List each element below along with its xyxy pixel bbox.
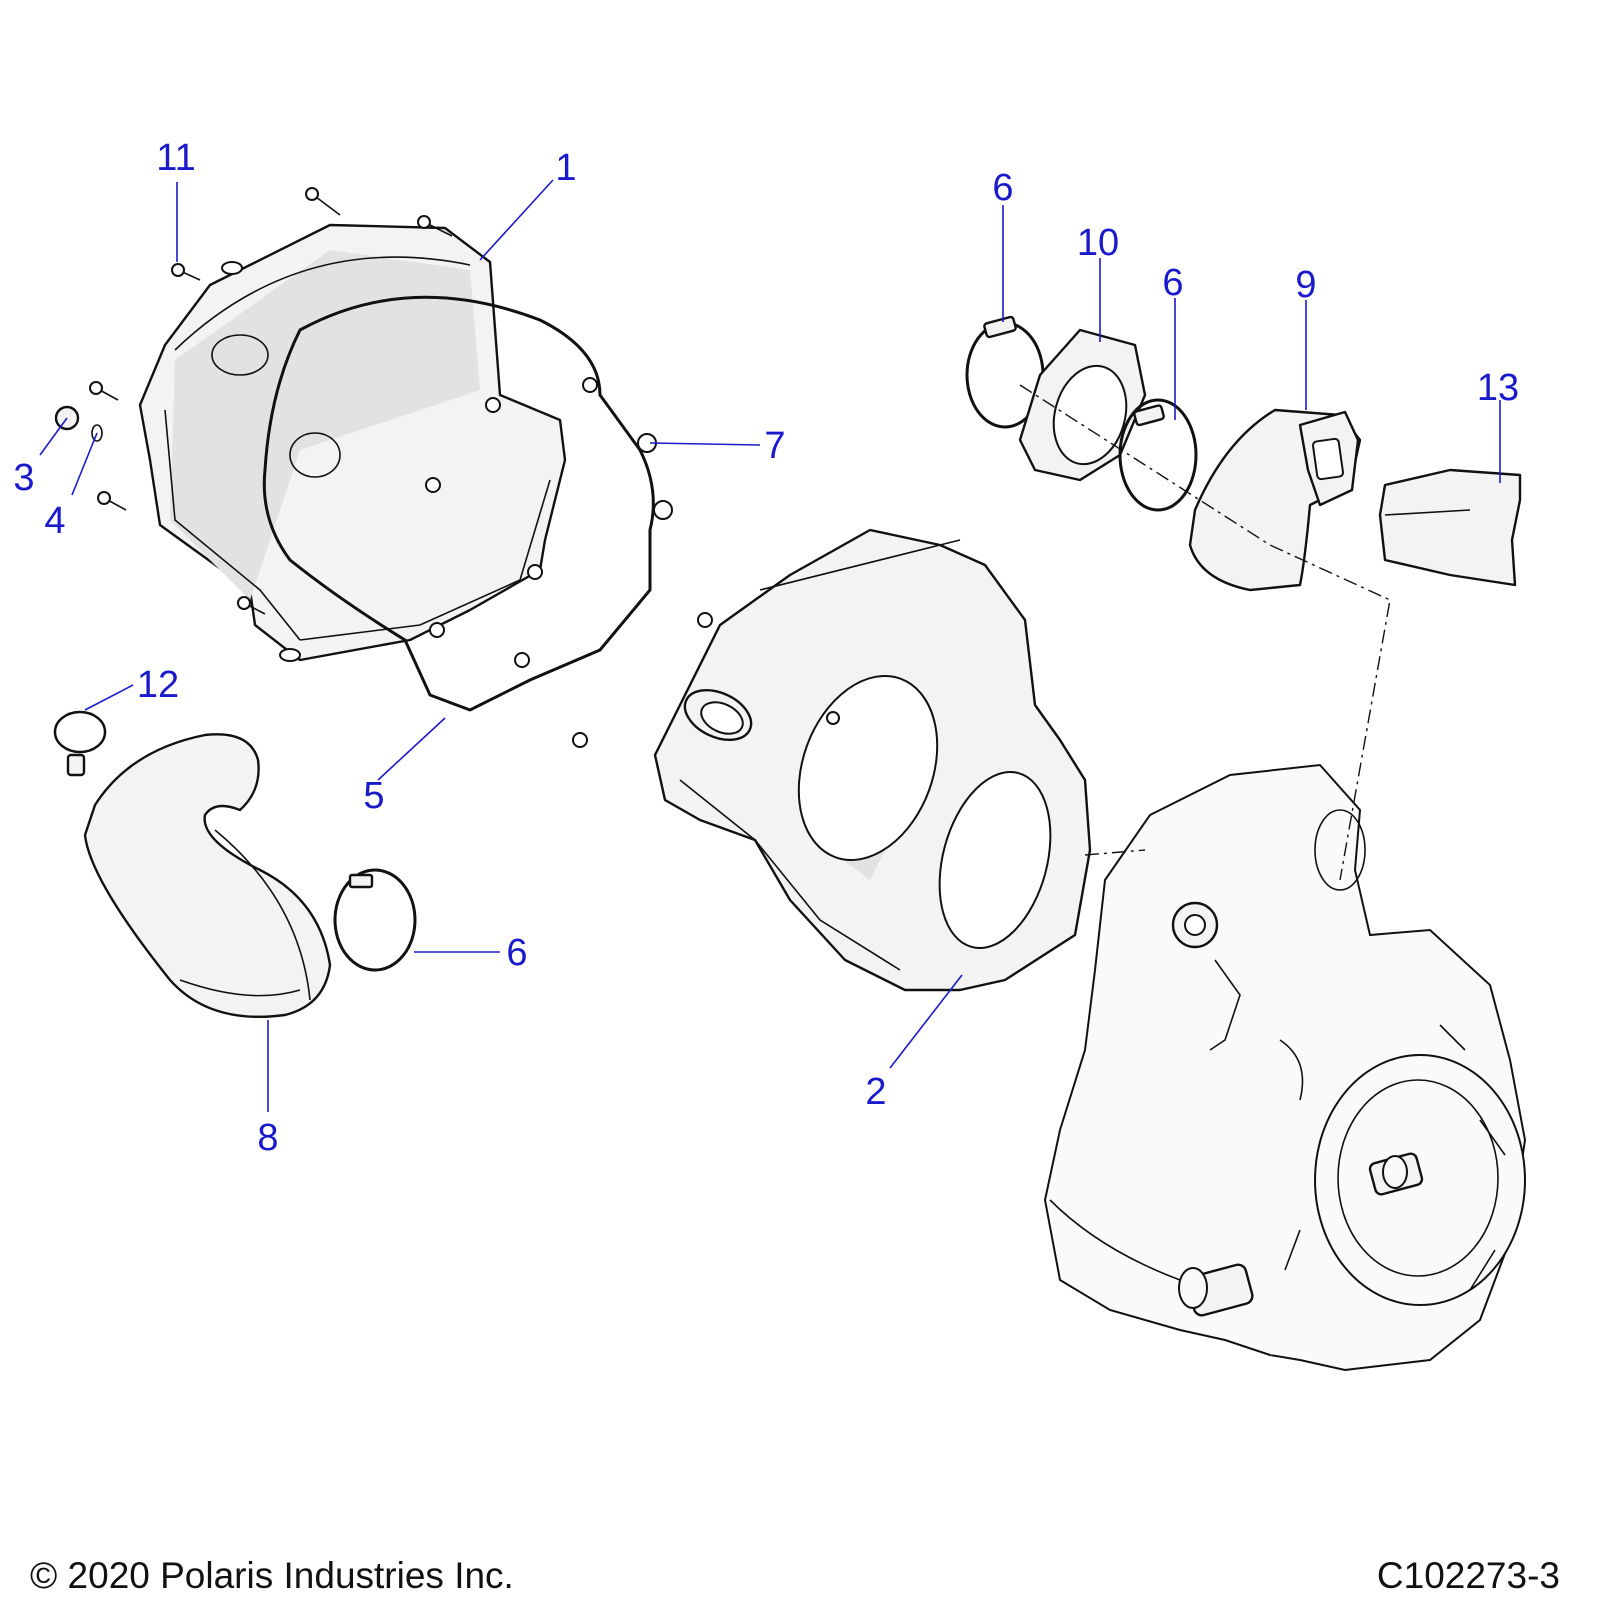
callout-3: 3 <box>13 457 34 499</box>
callout-labels: 11 1 3 4 5 7 6 10 6 9 13 12 6 8 2 <box>13 137 1519 1159</box>
callout-7: 7 <box>764 425 785 467</box>
duct-shield <box>1378 468 1522 587</box>
duct-adapter <box>1018 328 1147 482</box>
cover-gasket <box>262 295 655 712</box>
callout-13: 13 <box>1477 367 1519 409</box>
inner-clutch-cover <box>653 528 1092 992</box>
callout-6-lower: 6 <box>506 932 527 974</box>
cover-studs <box>425 377 713 748</box>
centerline-shaft <box>1084 849 1146 856</box>
callout-4: 4 <box>44 500 65 542</box>
hose-clamp-lower <box>333 868 417 972</box>
transmission-assembly <box>1043 763 1527 1372</box>
drain-plug <box>54 405 103 442</box>
callout-8: 8 <box>257 1117 278 1159</box>
callout-6-upper-left: 6 <box>992 167 1013 209</box>
callout-1: 1 <box>555 147 576 189</box>
hose-clamp-upper-right <box>1118 398 1198 512</box>
drawing-number: C102273-3 <box>1376 1555 1560 1596</box>
callout-5: 5 <box>363 775 384 817</box>
intake-duct <box>83 733 332 1019</box>
callout-12: 12 <box>137 664 179 706</box>
clamp-small <box>53 710 107 777</box>
outer-clutch-cover <box>138 223 567 662</box>
callout-6-upper-right: 6 <box>1162 262 1183 304</box>
callout-11: 11 <box>156 137 195 179</box>
leader-lines <box>39 179 1501 1112</box>
copyright-notice: © 2020 Polaris Industries Inc. <box>30 1555 514 1596</box>
centerline-outlet <box>1019 384 1391 881</box>
callout-9: 9 <box>1295 264 1316 306</box>
callout-10: 10 <box>1077 222 1119 264</box>
cover-screws <box>89 187 453 615</box>
callout-2: 2 <box>865 1071 886 1113</box>
outlet-duct-elbow <box>1188 408 1362 592</box>
